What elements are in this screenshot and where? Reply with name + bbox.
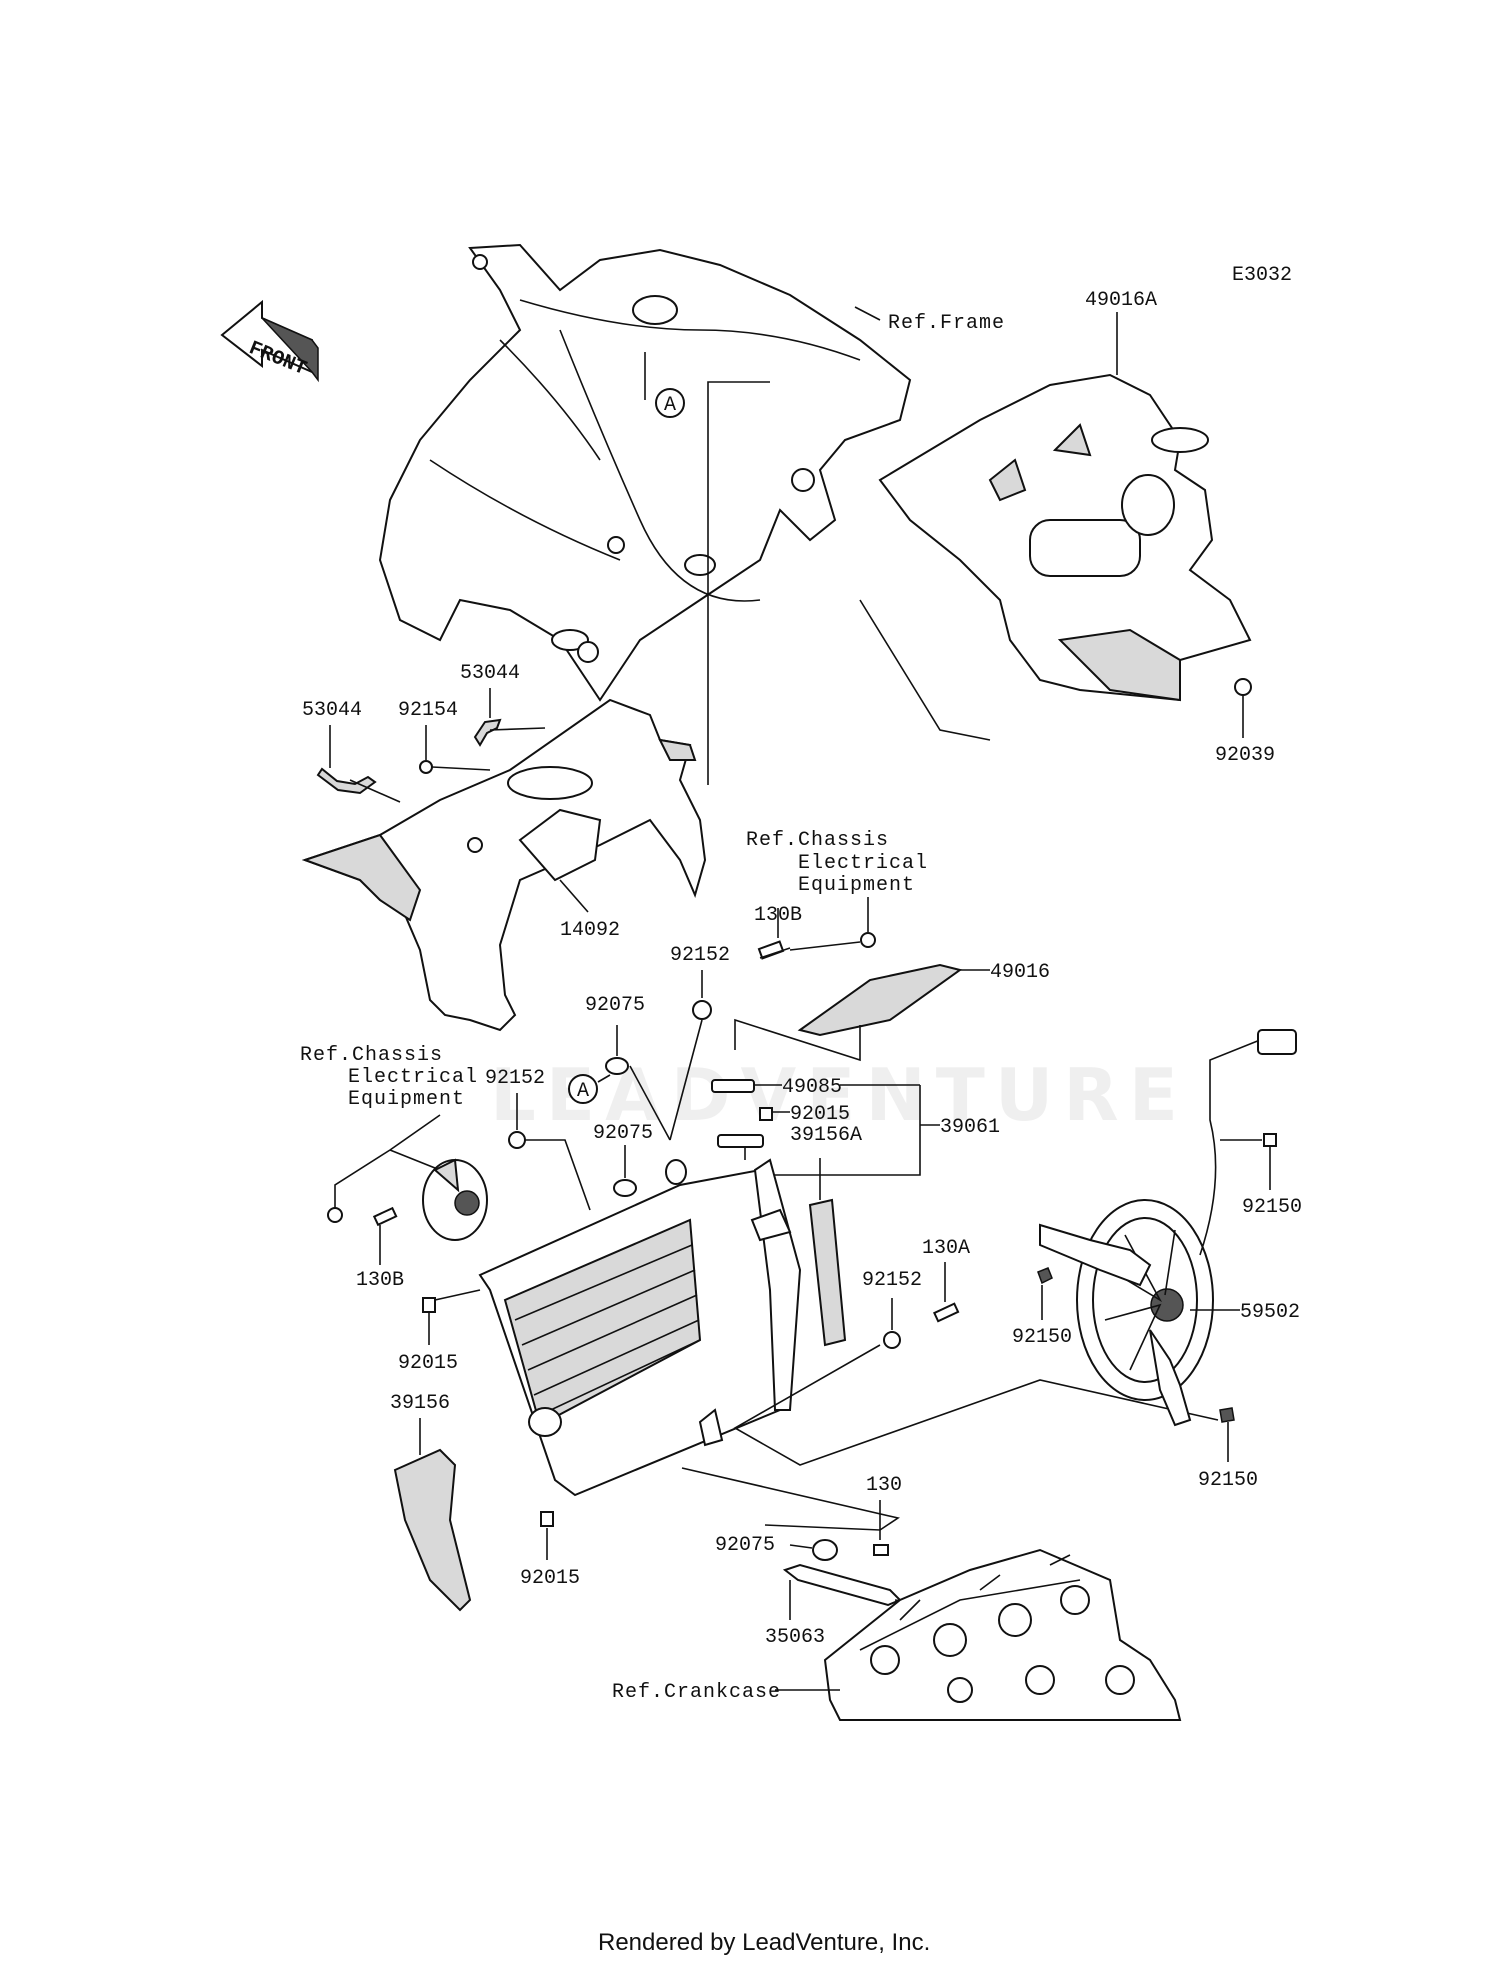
part-label-92152-right: 92152 [862, 1269, 922, 1292]
bolt-92150-top [1263, 1133, 1277, 1147]
ref-chassis-top-line3: Equipment [798, 874, 915, 897]
part-label-53044-left: 53044 [302, 699, 362, 722]
svg-text:A: A [577, 1080, 589, 1103]
ref-chassis-left-line3: Equipment [348, 1088, 465, 1111]
bolt-130 [873, 1544, 889, 1556]
grommet-92075-c [812, 1539, 838, 1561]
strip-53044-right [473, 718, 502, 747]
ref-chassis-top-line1: Ref.Chassis [746, 829, 889, 852]
part-label-35063: 35063 [765, 1626, 825, 1649]
part-label-92150-b: 92150 [1012, 1326, 1072, 1349]
bolt-92154 [419, 760, 433, 774]
part-label-130: 130 [866, 1474, 902, 1497]
crankcase-illustration [823, 1548, 1182, 1721]
plate-49016 [797, 963, 963, 1037]
ref-frame-label: Ref.Frame [888, 312, 1005, 335]
part-label-14092: 14092 [560, 919, 620, 942]
strip-53044-left [316, 767, 377, 795]
part-label-130B-top: 130B [754, 904, 802, 927]
grommet-92152-left [508, 1131, 526, 1149]
heat-shield-49016a [878, 373, 1252, 702]
nut-92150-bottom [1219, 1407, 1235, 1423]
part-label-92152-left: 92152 [485, 1067, 545, 1090]
part-label-130B-left: 130B [356, 1269, 404, 1292]
bracket-35063 [782, 1563, 902, 1607]
horn-unit [422, 1158, 488, 1241]
watermark-text: LEADVENTURE [490, 1053, 1188, 1137]
circle-marker-a-lower: A [568, 1074, 598, 1104]
svg-text:A: A [664, 394, 676, 417]
part-label-92039: 92039 [1215, 744, 1275, 767]
part-label-59502: 59502 [1240, 1301, 1300, 1324]
circle-marker-a-top: A [655, 388, 685, 418]
grommet-92152-right [883, 1331, 901, 1349]
bolt-130b-top [757, 940, 791, 960]
bolt-130b-left [372, 1206, 398, 1227]
rubber-49085 [711, 1079, 755, 1093]
grommet-92152-top [692, 1000, 712, 1020]
shroud-39156a [808, 1198, 847, 1347]
part-label-92015-bottom: 92015 [520, 1567, 580, 1590]
ref-chassis-top-line2: Electrical [798, 852, 928, 875]
shroud-39156 [393, 1448, 472, 1612]
part-label-39156A: 39156A [790, 1124, 862, 1147]
diagram-code: E3032 [1232, 264, 1292, 287]
part-label-92150-a: 92150 [1242, 1196, 1302, 1219]
grommet-92075-b [613, 1179, 637, 1197]
part-label-49085: 49085 [782, 1076, 842, 1099]
part-label-92075-a: 92075 [585, 994, 645, 1017]
part-label-49016A: 49016A [1085, 289, 1157, 312]
ref-chassis-left-line1: Ref.Chassis [300, 1044, 443, 1067]
bolt-92039 [1234, 678, 1252, 696]
frame-illustration [378, 243, 912, 702]
cover-14092 [301, 698, 707, 1032]
part-label-39156: 39156 [390, 1392, 450, 1415]
part-label-92015-top: 92015 [790, 1103, 850, 1126]
footer-credit: Rendered by LeadVenture, Inc. [598, 1929, 930, 1956]
part-label-39061: 39061 [940, 1116, 1000, 1139]
part-label-92154: 92154 [398, 699, 458, 722]
part-label-92075-c: 92075 [715, 1534, 775, 1557]
clip-92015-top [759, 1107, 773, 1121]
part-label-92075-b: 92075 [593, 1122, 653, 1145]
grommet-92075-a [605, 1057, 629, 1075]
bolt-130a [933, 1302, 960, 1323]
clip-92015-left [422, 1297, 436, 1313]
ref-chassis-left-line2: Electrical [348, 1066, 478, 1089]
part-label-92015-left: 92015 [398, 1352, 458, 1375]
ref-crankcase-label: Ref.Crankcase [612, 1681, 781, 1704]
part-label-53044-right: 53044 [460, 662, 520, 685]
radiator [478, 1134, 802, 1497]
nut-92150-left [1037, 1267, 1053, 1285]
part-label-130A: 130A [922, 1237, 970, 1260]
part-label-92150-c: 92150 [1198, 1469, 1258, 1492]
fan-59502 [1039, 1029, 1297, 1427]
part-label-92152-top: 92152 [670, 944, 730, 967]
clip-92015-bottom [540, 1511, 554, 1527]
front-arrow-icon: FRONT [220, 299, 319, 383]
part-label-49016: 49016 [990, 961, 1050, 984]
